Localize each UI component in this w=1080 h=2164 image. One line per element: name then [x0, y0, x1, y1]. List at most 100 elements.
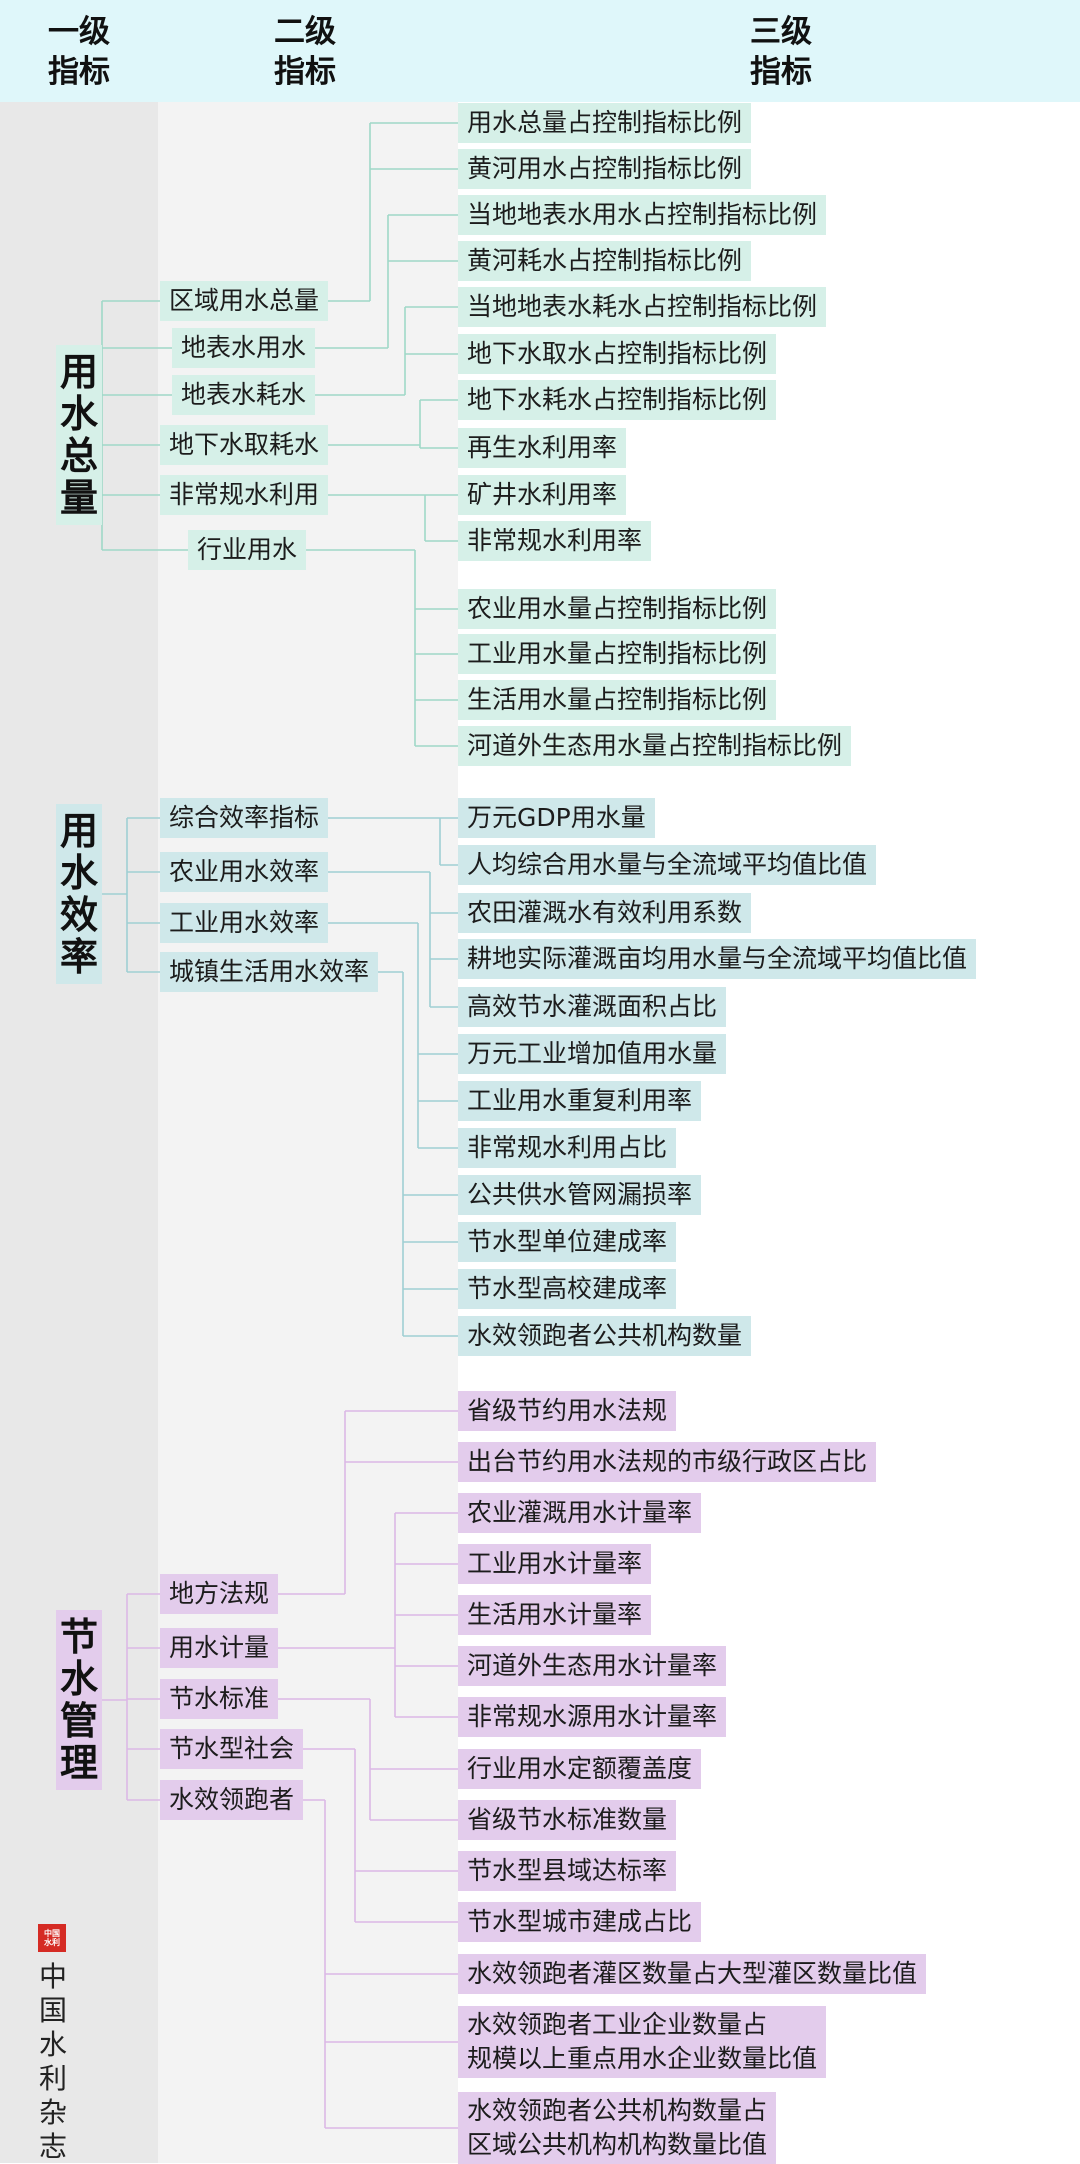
level3-indicator-line: 生活用水计量率 [467, 1600, 643, 1629]
level1-indicator: 用水效率 [56, 804, 102, 984]
level3-indicator: 生活用水量占控制指标比例 [458, 680, 777, 720]
level3-indicator: 省级节约用水法规 [458, 1391, 677, 1431]
level3-indicator: 水效领跑者工业企业数量占规模以上重点用水企业数量比值 [458, 2006, 827, 2078]
level2-indicator: 农业用水效率 [160, 852, 329, 892]
level3-indicator-line: 行业用水定额覆盖度 [467, 1754, 693, 1783]
level3-indicator-line: 省级节水标准数量 [467, 1805, 668, 1834]
level3-indicator-line: 节水型县域达标率 [467, 1856, 668, 1885]
level3-indicator-line: 水效领跑者工业企业数量占 [467, 2010, 768, 2039]
level3-indicator-line: 规模以上重点用水企业数量比值 [467, 2044, 818, 2073]
level3-indicator-line: 用水总量占控制指标比例 [467, 108, 743, 137]
level3-indicator: 农田灌溉水有效利用系数 [458, 893, 752, 933]
level3-indicator-line: 生活用水量占控制指标比例 [467, 685, 768, 714]
level2-indicator: 地表水用水 [172, 328, 316, 368]
level3-indicator: 黄河用水占控制指标比例 [458, 149, 752, 189]
brand-name: 中 国 水 利 杂 志 [36, 1960, 70, 2164]
level3-indicator-line: 人均综合用水量与全流域平均值比值 [467, 850, 868, 879]
level3-indicator: 用水总量占控制指标比例 [458, 103, 752, 143]
level3-indicator: 河道外生态用水量占控制指标比例 [458, 726, 852, 766]
header-level3-line2: 指标 [750, 54, 812, 90]
level3-indicator: 高效节水灌溉面积占比 [458, 987, 727, 1027]
level3-indicator: 农业灌溉用水计量率 [458, 1493, 702, 1533]
level3-indicator: 地下水取水占控制指标比例 [458, 334, 777, 374]
level3-indicator: 水效领跑者灌区数量占大型灌区数量比值 [458, 1954, 927, 1994]
level2-indicator: 地方法规 [160, 1574, 279, 1614]
header-level3: 三级指标 [716, 10, 846, 94]
level3-indicator-line: 水效领跑者公共机构数量占 [467, 2096, 768, 2125]
level2-indicator: 节水标准 [160, 1679, 279, 1719]
level1-indicator: 用水总量 [56, 345, 102, 525]
level3-indicator-line: 工业用水重复利用率 [467, 1086, 693, 1115]
level3-indicator: 非常规水源用水计量率 [458, 1697, 727, 1737]
level1-indicator-char: 用 [59, 350, 98, 394]
level3-indicator-line: 农田灌溉水有效利用系数 [467, 898, 743, 927]
header-level1: 一级指标 [14, 10, 144, 94]
level3-indicator: 万元GDP用水量 [458, 798, 655, 838]
level1-indicator-char: 总 [59, 434, 98, 478]
level3-indicator: 人均综合用水量与全流域平均值比值 [458, 845, 877, 885]
level3-indicator: 万元工业增加值用水量 [458, 1034, 727, 1074]
brand-char: 国 [38, 1994, 67, 2027]
table-header: 一级指标 二级指标 三级指标 [0, 0, 1080, 102]
level3-indicator: 地下水耗水占控制指标比例 [458, 380, 777, 420]
level3-indicator-line: 黄河耗水占控制指标比例 [467, 246, 743, 275]
header-level1-line2: 指标 [48, 54, 110, 90]
level3-indicator: 行业用水定额覆盖度 [458, 1749, 702, 1789]
level3-indicator-line: 黄河用水占控制指标比例 [467, 154, 743, 183]
level3-indicator-line: 地下水取水占控制指标比例 [467, 339, 768, 368]
level1-indicator-char: 管 [59, 1699, 98, 1743]
level3-indicator-line: 万元GDP用水量 [467, 803, 646, 832]
brand-char: 利 [38, 2062, 67, 2095]
level3-indicator: 再生水利用率 [458, 428, 627, 468]
level3-indicator: 节水型县域达标率 [458, 1851, 677, 1891]
level3-indicator: 农业用水量占控制指标比例 [458, 589, 777, 629]
level3-indicator-line: 河道外生态用水量占控制指标比例 [467, 731, 843, 760]
header-level2: 二级指标 [240, 10, 370, 94]
level3-indicator-line: 水效领跑者公共机构数量 [467, 1321, 743, 1350]
header-level2-line1: 二级 [274, 14, 336, 50]
level1-indicator-char: 水 [59, 851, 98, 895]
level3-indicator-line: 水效领跑者灌区数量占大型灌区数量比值 [467, 1959, 918, 1988]
level3-indicator: 节水型单位建成率 [458, 1222, 677, 1262]
level3-indicator: 公共供水管网漏损率 [458, 1175, 702, 1215]
level3-indicator: 黄河耗水占控制指标比例 [458, 241, 752, 281]
level3-indicator: 河道外生态用水计量率 [458, 1646, 727, 1686]
level3-indicator-line: 区域公共机构机构数量比值 [467, 2130, 768, 2159]
header-level1-line1: 一级 [48, 14, 110, 50]
level2-indicator: 行业用水 [188, 530, 307, 570]
level1-indicator-char: 节 [59, 1615, 98, 1659]
level3-indicator-line: 地下水耗水占控制指标比例 [467, 385, 768, 414]
level3-indicator: 非常规水利用率 [458, 521, 652, 561]
level3-indicator: 节水型高校建成率 [458, 1269, 677, 1309]
level2-indicator: 城镇生活用水效率 [160, 952, 379, 992]
level3-indicator-line: 高效节水灌溉面积占比 [467, 992, 718, 1021]
level3-indicator-line: 公共供水管网漏损率 [467, 1180, 693, 1209]
level3-indicator-line: 节水型单位建成率 [467, 1227, 668, 1256]
level3-indicator-line: 农业灌溉用水计量率 [467, 1498, 693, 1527]
level3-indicator: 工业用水计量率 [458, 1544, 652, 1584]
level2-indicator: 地下水取耗水 [160, 425, 329, 465]
level3-indicator: 矿井水利用率 [458, 475, 627, 515]
level1-indicator-char: 水 [59, 392, 98, 436]
header-level3-line1: 三级 [750, 14, 812, 50]
level2-indicator: 用水计量 [160, 1628, 279, 1668]
level3-indicator-line: 非常规水利用率 [467, 526, 643, 555]
logo-seal: 中国水利 [38, 1924, 66, 1952]
level3-indicator-line: 非常规水源用水计量率 [467, 1702, 718, 1731]
level1-indicator-char: 用 [59, 809, 98, 853]
brand-char: 志 [38, 2130, 67, 2163]
level3-indicator: 当地地表水耗水占控制指标比例 [458, 287, 827, 327]
level1-indicator-char: 效 [59, 893, 98, 937]
level2-indicator: 地表水耗水 [172, 375, 316, 415]
level1-indicator-char: 理 [59, 1741, 98, 1785]
level3-indicator: 生活用水计量率 [458, 1595, 652, 1635]
brand-char: 中 [38, 1960, 67, 1993]
level3-indicator: 耕地实际灌溉亩均用水量与全流域平均值比值 [458, 939, 977, 979]
level2-indicator: 区域用水总量 [160, 281, 329, 321]
level2-indicator: 综合效率指标 [160, 798, 329, 838]
level3-indicator-line: 省级节约用水法规 [467, 1396, 668, 1425]
level3-indicator-line: 出台节约用水法规的市级行政区占比 [467, 1447, 868, 1476]
level3-indicator: 水效领跑者公共机构数量 [458, 1316, 752, 1356]
level2-indicator: 水效领跑者 [160, 1780, 304, 1820]
